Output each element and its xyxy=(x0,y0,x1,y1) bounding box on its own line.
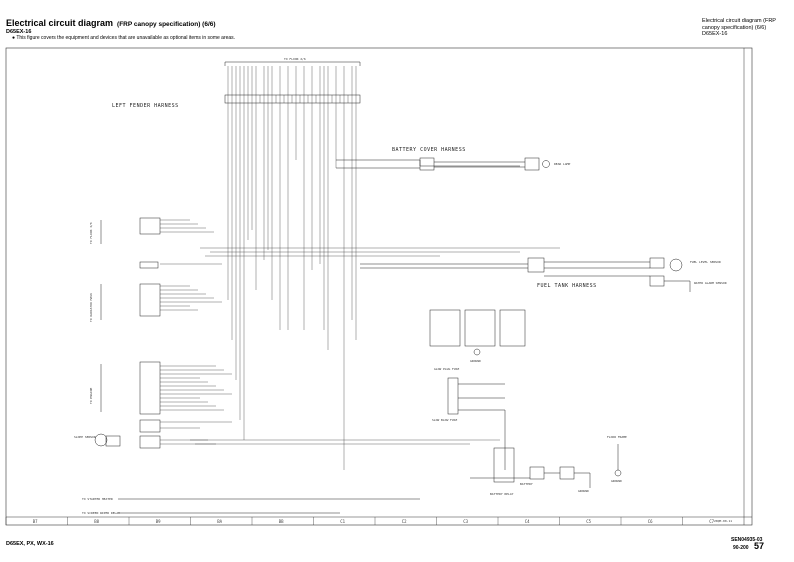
middle-connector-3 xyxy=(499,309,526,347)
rear-lamp-leads xyxy=(434,161,525,168)
ground-point-middle xyxy=(473,348,481,356)
zone-label: C4 xyxy=(525,519,530,524)
floor-frame-label: FLOOR FRAME xyxy=(607,435,627,439)
main-connector: TO FLOOR 2/6 xyxy=(224,57,361,470)
rear-lamp-label: REAR LAMP xyxy=(554,162,570,166)
floor-ground-label: GROUND xyxy=(611,479,622,483)
slope-sensor-symbol xyxy=(94,433,108,447)
footer-doc-code: SEN04935-03 xyxy=(731,537,763,543)
figure-note-text: This figure covers the equipment and dev… xyxy=(16,35,236,41)
rear-lamp-connector xyxy=(419,157,435,171)
battery-2 xyxy=(559,466,575,480)
to-floor-top-label: TO FLOOR 2/6 xyxy=(284,57,306,61)
header-right-model: D65EX-16 xyxy=(702,31,728,37)
starter-wires xyxy=(118,498,420,514)
fuel-level-sensor-symbol xyxy=(669,258,683,272)
connector-slope xyxy=(139,435,161,449)
fuse-leads xyxy=(458,383,506,470)
header-right: Electrical circuit diagram (FRP canopy s… xyxy=(702,18,782,38)
drawing-number: 20QM-00-11 xyxy=(714,519,732,523)
left-connectors: TO FLOOR 3/6 TO RADIATOR MASK TO ENGINE … xyxy=(74,217,420,515)
rear-lamp-bulb xyxy=(542,160,550,168)
slope-sensor-label: SLOPE SENSOR xyxy=(74,435,96,439)
title-subtitle: (FRP canopy specification) (6/6) xyxy=(117,21,216,28)
zone-ticks xyxy=(5,517,683,525)
model-label: D65EX-16 xyxy=(6,29,32,35)
zone-label: BB xyxy=(279,519,284,524)
harness-battery-cover-label: BATTERY COVER HARNESS xyxy=(392,147,466,153)
zone-label: C5 xyxy=(586,519,591,524)
footer-models: D65EX, PX, WX-16 xyxy=(6,541,54,547)
header-right-title: Electrical circuit diagram (FRP canopy s… xyxy=(702,18,776,31)
zone-labels: B7 B8 B9 BA BB C1 C2 C3 C4 C5 C6 C7 xyxy=(33,519,715,524)
harness-left-fender-label: LEFT FENDER HARNESS xyxy=(112,103,179,109)
fuel-level-connector xyxy=(649,257,665,269)
glow-plug-fuse xyxy=(447,377,459,415)
zone-label: B7 xyxy=(33,519,38,524)
battery-leads xyxy=(470,472,591,488)
zone-label: C2 xyxy=(402,519,407,524)
water-alarm-connector xyxy=(649,275,665,287)
water-alarm-lead xyxy=(664,280,691,292)
battery-relay-label: BATTERY RELAY xyxy=(490,492,514,496)
page-title: Electrical circuit diagram(FRP canopy sp… xyxy=(6,18,216,28)
glow-plug-fuse-label: GLOW PLUG FUSE xyxy=(434,367,459,371)
battery-cover-wiring: REAR LAMP xyxy=(336,157,570,171)
connector-aux xyxy=(139,419,161,433)
zone-label: C6 xyxy=(648,519,653,524)
fuel-tank-wiring: FUEL LEVEL SENSOR WATER ALARM SENSOR xyxy=(360,257,727,292)
fuel-connector xyxy=(527,257,545,273)
to-starter-heater-label: TO STARTER HEATER xyxy=(82,497,113,501)
water-alarm-label: WATER ALARM SENSOR xyxy=(694,281,727,285)
slow-blow-fuse-label: SLOW BLOW FUSE xyxy=(432,418,457,422)
middle-block: GROUND GLOW PLUG FUSE SLOW BLOW FUSE xyxy=(429,309,526,470)
to-radiator-label: TO RADIATOR MASK xyxy=(89,293,93,322)
floor-ground-symbol xyxy=(614,469,622,477)
fuel-level-sensor-label: FUEL LEVEL SENSOR xyxy=(690,260,721,264)
ground-middle-label: GROUND xyxy=(470,359,481,363)
rear-lamp-connector-2 xyxy=(524,157,540,171)
footer-section: 90-200 xyxy=(733,545,749,551)
zone-label: B8 xyxy=(94,519,99,524)
diagram-border xyxy=(5,47,753,526)
to-engine-label: TO ENGINE xyxy=(89,388,93,404)
connector-radiator xyxy=(139,283,161,317)
middle-connector-2 xyxy=(464,309,496,347)
harness-fuel-tank-label: FUEL TANK HARNESS xyxy=(537,283,597,289)
to-starter-relay-label: TO SCREEN WIPER RELAY xyxy=(82,511,120,515)
battery-label: BATTERY xyxy=(520,482,533,486)
zone-label: C1 xyxy=(340,519,345,524)
battery-relay-box xyxy=(493,447,515,483)
zone-label: B9 xyxy=(156,519,161,524)
figure-note: ● This figure covers the equipment and d… xyxy=(12,35,236,41)
connector-pins xyxy=(227,95,357,103)
zone-label: BA xyxy=(217,519,222,524)
connector-body xyxy=(224,94,361,104)
horizontal-wires xyxy=(160,219,560,445)
slope-sensor-connector xyxy=(105,435,121,447)
title-text: Electrical circuit diagram xyxy=(6,18,114,28)
middle-connector-1 xyxy=(429,309,461,347)
fuel-leads xyxy=(360,261,650,277)
to-floor-left-label: TO FLOOR 3/6 xyxy=(89,222,93,244)
battery-area: BATTERY RELAY BATTERY GROUND FLOOR FRAME… xyxy=(470,435,627,496)
battery-1 xyxy=(529,466,545,480)
zone-label: C3 xyxy=(463,519,468,524)
connector-small xyxy=(139,261,159,269)
footer-page-number: 57 xyxy=(754,541,765,551)
zone-label: C7 xyxy=(709,519,714,524)
connector-engine xyxy=(139,361,161,415)
vertical-wires xyxy=(227,66,357,470)
battery-ground-label: GROUND xyxy=(578,489,589,493)
connector-floor xyxy=(139,217,161,235)
